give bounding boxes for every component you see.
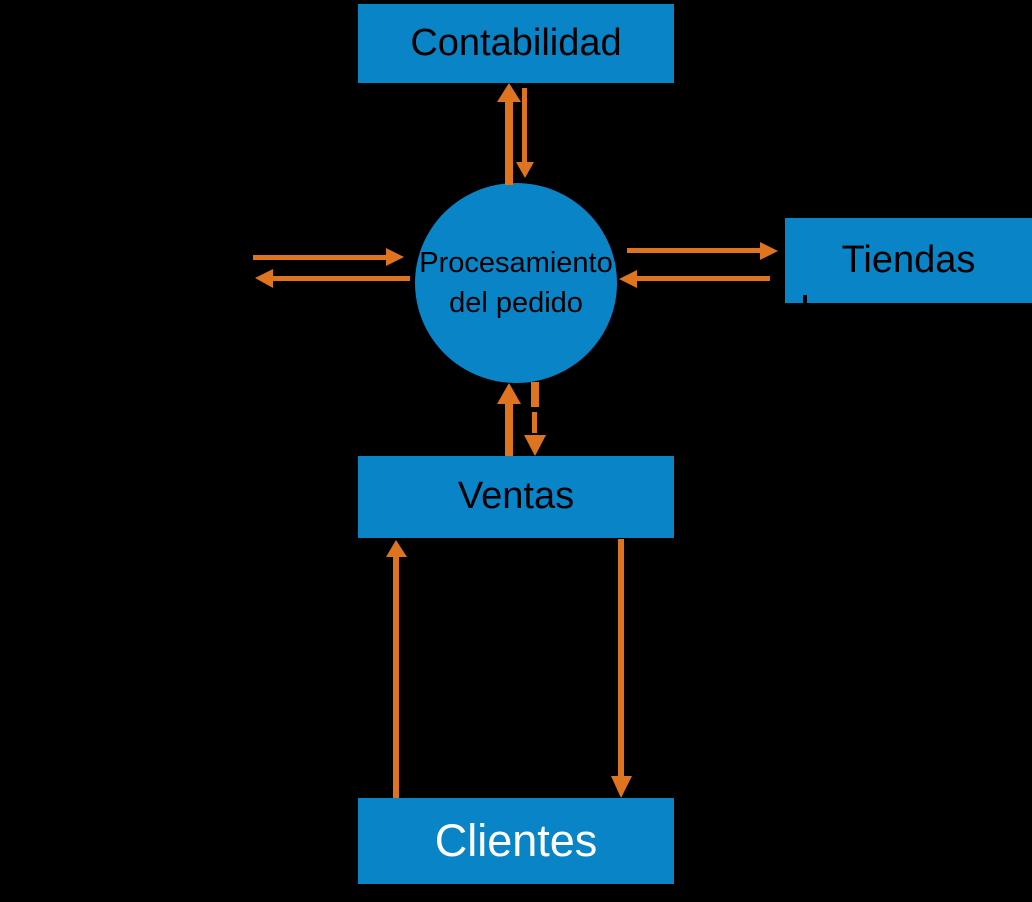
entity-contabilidad: Contabilidad <box>358 4 674 83</box>
arrow-process-to-left-entity <box>255 269 410 288</box>
arrow-ventas-to-process <box>497 383 521 456</box>
entity-clientes: Clientes <box>358 798 674 884</box>
entity-tiendas: Tiendas <box>785 218 1032 303</box>
entity-ventas-label: Ventas <box>457 475 575 518</box>
arrow-clientes-to-ventas <box>386 540 407 798</box>
arrow-tiendas-to-process <box>619 270 770 288</box>
arrow-left-entity-to-process <box>253 248 404 266</box>
entity-clientes-label: Clientes <box>434 815 598 866</box>
entity-tiendas-label: Tiendas <box>841 238 976 281</box>
arrow-process-to-ventas-dashed <box>524 382 546 456</box>
entity-contabilidad-label: Contabilidad <box>410 21 622 64</box>
arrow-ventas-to-clientes <box>611 539 632 798</box>
process-label-line1: Procesamiento <box>419 246 613 279</box>
clipped-text-mark <box>803 295 807 303</box>
process-circle: Procesamiento del pedido <box>415 183 617 383</box>
arrow-contabilidad-to-process <box>516 88 534 178</box>
entity-ventas: Ventas <box>358 456 674 538</box>
process-label-line2: del pedido <box>449 287 583 319</box>
arrow-process-to-contabilidad <box>497 83 521 185</box>
arrow-process-to-tiendas <box>627 242 778 260</box>
